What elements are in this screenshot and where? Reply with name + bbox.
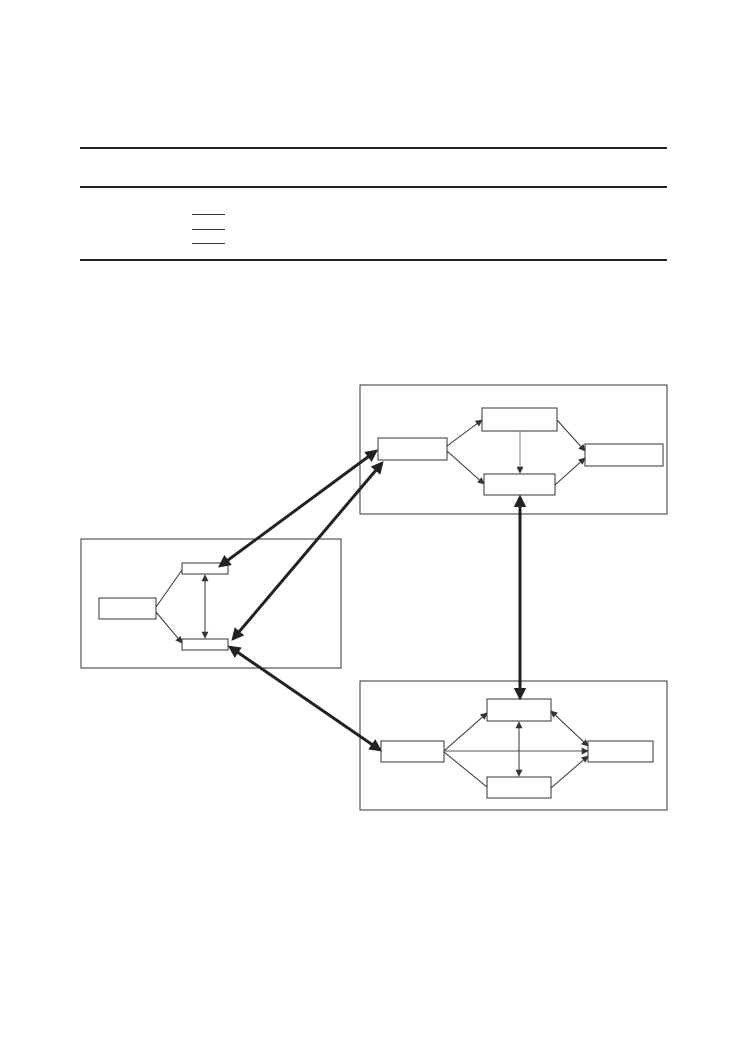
left-bottom-node (181, 638, 229, 651)
left-top-node (181, 562, 229, 575)
edge-br-top-to-br-target (550, 710, 589, 747)
table-header-rule (80, 186, 667, 188)
table-row-rule-1 (192, 214, 225, 215)
top-right-panel (359, 384, 668, 515)
br-bottom-node (486, 776, 552, 799)
tr-target-node (584, 443, 664, 467)
edge-left-source-to-left-top (155, 569, 183, 608)
edge-tr-source-to-tr-top (446, 419, 483, 447)
edge-tr-top-to-tr-target (556, 419, 586, 452)
bold-link-left-top-to-tr-source (217, 449, 379, 568)
edge-br-bottom-to-br-target (550, 755, 589, 789)
bold-link-left-bottom-to-tr-source (231, 461, 384, 641)
table-bottom-rule (80, 259, 667, 261)
left-source-node (98, 597, 157, 620)
br-top-node (486, 698, 552, 722)
br-source-node (380, 740, 445, 763)
edge-br-source-to-br-top (443, 712, 488, 752)
tr-bottom-node (483, 473, 556, 496)
bold-link-left-bottom-to-br-source (227, 645, 383, 752)
table-top-rule (80, 147, 667, 149)
edge-tr-source-to-tr-bottom (446, 450, 485, 485)
edge-left-source-to-left-bottom (155, 611, 183, 644)
table-row-rule-2 (192, 229, 225, 230)
br-target-node (587, 740, 654, 763)
tr-top-node (481, 407, 558, 432)
table-row-rule-3 (192, 243, 225, 244)
edge-tr-bottom-to-tr-target (554, 457, 586, 486)
tr-source-node (377, 437, 448, 461)
edge-br-source-to-br-bottom (443, 751, 488, 788)
